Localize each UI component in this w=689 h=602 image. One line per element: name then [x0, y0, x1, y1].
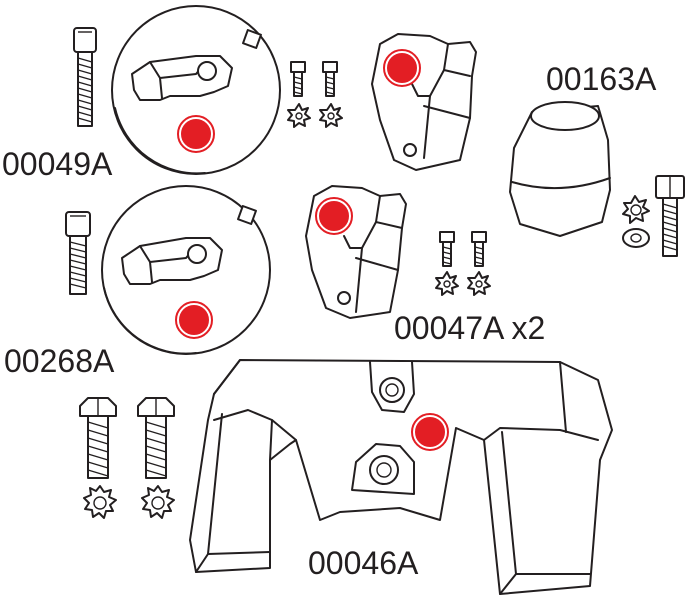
small-screw-4: [471, 231, 487, 267]
star-washer-1: [287, 103, 311, 128]
bolt-00268a: [65, 211, 91, 295]
bullet-anode-00163a: [509, 101, 611, 237]
flat-washer-00163a: [622, 228, 650, 248]
bolt-00046a-2: [137, 397, 175, 479]
label-00268a: 00268A: [4, 343, 115, 379]
claw-anode-lower: [305, 185, 407, 319]
marker-00268a: [179, 305, 209, 335]
marker-claw-upper: [387, 53, 417, 83]
label-00163a: 00163A: [546, 61, 657, 97]
small-screw-2: [322, 61, 338, 97]
marker-00049a: [181, 119, 211, 149]
disc-anode-00049a: [111, 5, 281, 175]
marker-00046a: [415, 417, 445, 447]
label-00049a: 00049A: [2, 146, 113, 182]
star-washer-00046a-2: [141, 485, 175, 519]
star-washer-00163a: [622, 195, 650, 224]
label-00047a: 00047A x2: [394, 310, 545, 346]
claw-anode-upper: [371, 33, 477, 171]
star-washer-2: [319, 103, 343, 128]
small-screw-1: [290, 61, 306, 97]
small-screw-3: [439, 231, 455, 267]
disc-anode-00268a: [101, 185, 271, 355]
star-washer-3: [435, 271, 459, 296]
bolt-00046a-1: [79, 397, 117, 479]
star-washer-00046a-1: [83, 485, 117, 519]
bolt-00049a: [73, 27, 97, 127]
star-washer-4: [467, 271, 491, 296]
label-00046a: 00046A: [308, 545, 419, 581]
bolt-00163a: [655, 175, 685, 257]
bracket-anode-00046a: [189, 359, 613, 595]
marker-claw-lower: [319, 201, 349, 231]
